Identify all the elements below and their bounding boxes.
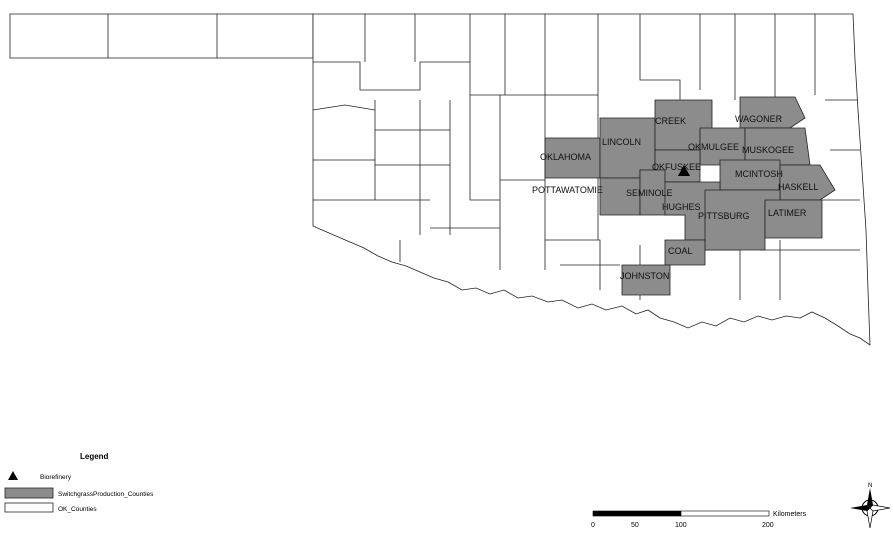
label-hughes: HUGHES — [662, 202, 701, 212]
county-lincoln — [599, 117, 656, 179]
label-muskogee: MUSKOGEE — [742, 145, 794, 155]
switchgrass-counties-layer — [544, 96, 836, 296]
legend: Legend Biorefinery SwitchgrassProduction… — [4, 452, 154, 513]
legend-item-biorefinery: Biorefinery — [40, 474, 72, 481]
scale-tick-100: 100 — [675, 522, 687, 529]
county-latimer — [764, 199, 823, 239]
county-wagoner — [739, 96, 806, 129]
label-mcintosh: MCINTOSH — [735, 169, 783, 179]
county-grid — [312, 14, 860, 300]
scale-tick-200: 200 — [762, 522, 774, 529]
ok-counties-layer — [9, 13, 871, 346]
legend-ok-counties-swatch — [4, 502, 54, 513]
label-lincoln: LINCOLN — [602, 137, 641, 147]
label-wagoner: WAGONER — [735, 114, 783, 124]
scale-tick-0: 0 — [591, 522, 595, 529]
legend-switchgrass-swatch — [4, 487, 54, 499]
label-haskell: HASKELL — [778, 182, 819, 192]
label-johnston: JOHNSTON — [620, 271, 669, 281]
county-johnston — [621, 264, 671, 296]
label-latimer: LATIMER — [768, 208, 807, 218]
compass-n-label: N — [868, 483, 872, 489]
county-labels: LINCOLN CREEK WAGONER OKLAHOMA OKMULGEE … — [532, 114, 819, 281]
biorefinery-marker-icon — [678, 165, 690, 176]
scale-tick-50: 50 — [631, 522, 639, 529]
scale-unit-label: Kilometers — [773, 511, 807, 518]
label-pittsburg: PITTSBURG — [698, 211, 750, 221]
county-coal — [664, 239, 706, 266]
label-okmulgee: OKMULGEE — [688, 142, 739, 152]
scale-segment-2 — [680, 510, 770, 517]
label-seminole: SEMINOLE — [626, 188, 673, 198]
panhandle-outline — [9, 13, 314, 59]
state-body-outline — [312, 13, 871, 346]
label-creek: CREEK — [655, 116, 686, 126]
scale-bar: Kilometers 0 50 100 200 — [591, 510, 807, 529]
legend-item-ok-counties: OK_Counties — [58, 506, 97, 513]
label-pottawatomie: POTTAWATOMIE — [532, 185, 603, 195]
legend-item-switchgrass: SwitchgrassProduction_Counties — [58, 491, 154, 498]
legend-triangle-icon — [8, 471, 18, 480]
scale-segment-1 — [592, 510, 682, 517]
legend-title: Legend — [80, 452, 109, 461]
label-oklahoma: OKLAHOMA — [540, 152, 591, 162]
label-coal: COAL — [668, 246, 693, 256]
north-arrow-icon: N — [850, 483, 891, 529]
label-okfuskee: OKFUSKEE — [652, 162, 701, 172]
